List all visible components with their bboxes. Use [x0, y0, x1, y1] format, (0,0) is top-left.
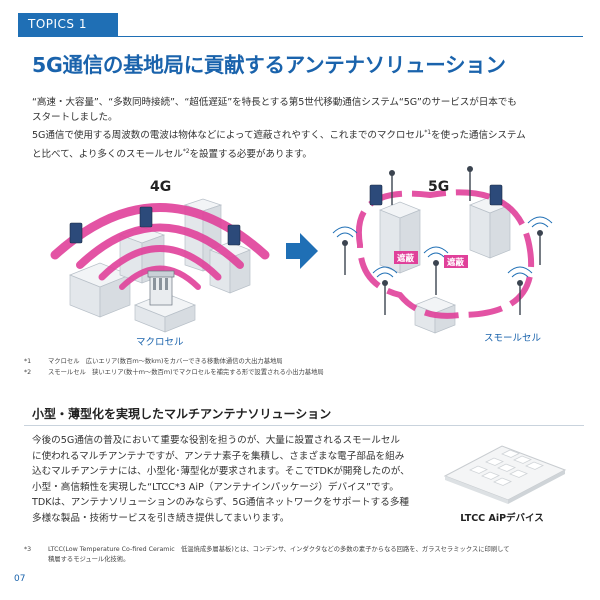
- small-cell-label: スモールセル: [484, 333, 542, 344]
- ltcc-caption: LTCC AiPデバイス: [460, 513, 544, 524]
- body-line-2: に使われるマルチアンテナですが、アンテナ素子を集積し、さまざまな電子部品を組み: [32, 450, 405, 462]
- intro-line-2: スタートしました。: [32, 112, 118, 124]
- arrow-icon: [286, 233, 318, 269]
- topics-tag: TOPICS 1: [18, 13, 118, 36]
- macro-cell-label: マクロセル: [136, 337, 184, 348]
- intro-paragraph: “高速・大容量”、“多数同時接続”、“超低遅延”を特長とする第5世代移動通信シス…: [32, 95, 578, 162]
- section-divider: [24, 425, 584, 426]
- intro-line-4: と比べて、より多くのスモールセル*2を設置する必要があります。: [32, 147, 312, 160]
- intro-line-1: “高速・大容量”、“多数同時接続”、“超低遅延”を特長とする第5世代移動通信シス…: [32, 97, 517, 108]
- body-line-3: 込むマルチアンテナには、小型化･薄型化が要求されます。そこでTDKが開発したのが…: [32, 466, 410, 478]
- network-illustration: 4G マクロセル 遮蔽 遮蔽: [50, 166, 553, 348]
- block-label-2: 遮蔽: [447, 257, 465, 268]
- block-label-1: 遮蔽: [397, 253, 415, 264]
- page-title: 5G通信の基地局に貢献するアンテナソリューション: [32, 53, 506, 77]
- label-4g: 4G: [150, 179, 171, 195]
- body-line-1: 今後の5G通信の普及において重要な役割を担うのが、大量に設置されるスモールセル: [32, 435, 401, 446]
- ref-2: *2: [182, 147, 190, 155]
- small-cell-scene: 遮蔽 遮蔽: [332, 166, 553, 344]
- section-body: 今後の5G通信の普及において重要な役割を担うのが、大量に設置されるスモールセル …: [32, 433, 422, 527]
- body-line-5: TDKは、アンテナソリューションのみならず、5G通信ネットワークをサポートする多…: [32, 497, 410, 509]
- ref-1: *1: [424, 129, 431, 137]
- header-divider: [18, 36, 583, 37]
- ltcc-device-image: [443, 445, 567, 504]
- body-line-4: 小型・高信頼性を実現した“LTCC*3 AiP（アンテナインパッケージ）デバイス…: [32, 481, 399, 493]
- section-title: 小型・薄型化を実現したマルチアンテナソリューション: [32, 407, 332, 421]
- body-line-6: 多様な製品・技術サービスを引き続き提供してまいります。: [32, 512, 290, 524]
- page-number: 07: [14, 574, 26, 584]
- macro-cell-scene: 4G マクロセル: [50, 179, 270, 348]
- label-5g: 5G: [428, 179, 449, 195]
- intro-line-3: 5G通信で使用する周波数の電波は物体などによって遮蔽されやすく、これまでのマクロ…: [32, 129, 526, 142]
